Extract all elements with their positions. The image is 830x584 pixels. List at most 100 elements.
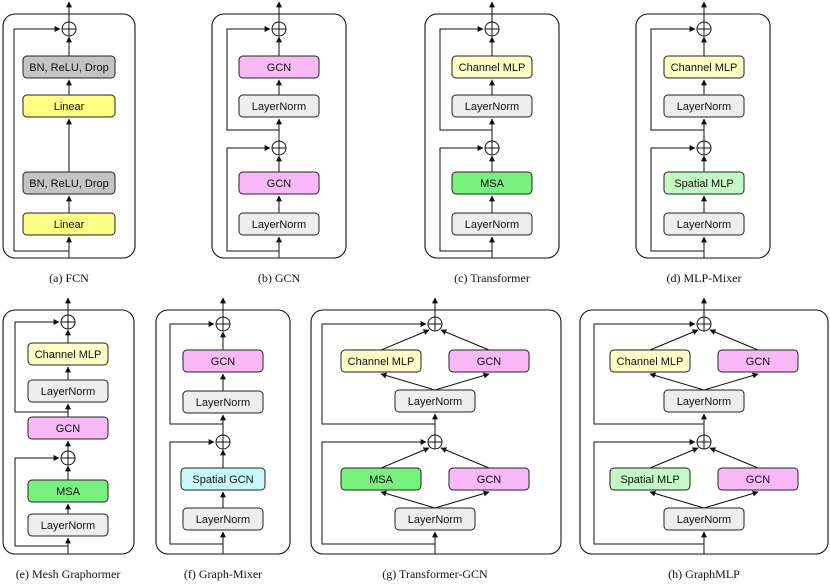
sum-icon (696, 316, 712, 332)
tgcn-channel-mlp: Channel MLP (340, 349, 422, 373)
flow-arrow (169, 439, 223, 545)
sum-icon (484, 140, 500, 156)
flow-arrow (13, 26, 69, 252)
flow-arrow (14, 319, 68, 413)
svg-text:LayerNorm: LayerNorm (41, 386, 95, 398)
caption-mesh-graphormer: (e) Mesh Graphormer (16, 567, 121, 581)
flow-arrow (649, 447, 699, 469)
svg-text:LayerNorm: LayerNorm (465, 219, 519, 231)
svg-text:LayerNorm: LayerNorm (408, 514, 462, 526)
flow-arrow (380, 490, 436, 509)
flow-arrow (434, 372, 490, 391)
flow-arrow (593, 439, 704, 545)
flow-arrow (321, 321, 435, 425)
transformer-channel-mlp: Channel MLP (451, 55, 533, 79)
flow-arrow (650, 26, 704, 131)
flow-arrow (649, 329, 699, 351)
svg-text:Linear: Linear (54, 101, 85, 113)
tgcn-msa: MSA (340, 467, 422, 491)
svg-text:LayerNorm: LayerNorm (677, 219, 731, 231)
svg-text:GCN: GCN (746, 474, 771, 486)
flow-arrow (440, 329, 490, 351)
svg-text:LayerNorm: LayerNorm (677, 101, 731, 113)
sum-icon (696, 434, 712, 450)
flow-arrow (440, 447, 490, 469)
mixer-layernorm-bottom: LayerNorm (663, 212, 745, 236)
flow-arrow (650, 145, 704, 252)
svg-text:LayerNorm: LayerNorm (252, 219, 306, 231)
svg-text:MSA: MSA (480, 178, 505, 190)
graphmlp-channel-mlp: Channel MLP (609, 349, 691, 373)
svg-text:Channel MLP: Channel MLP (35, 349, 102, 361)
sum-icon (696, 21, 712, 37)
svg-text:MSA: MSA (369, 474, 394, 486)
sum-icon (271, 21, 287, 37)
gcn-gcn-bottom: GCN (238, 171, 320, 195)
connection-lines (13, 1, 759, 554)
graphmlp-layernorm-bottom: LayerNorm (663, 507, 745, 531)
caption-mlp-mixer: (d) MLP-Mixer (667, 271, 742, 285)
svg-text:Linear: Linear (54, 219, 85, 231)
svg-text:LayerNorm: LayerNorm (408, 396, 462, 408)
sum-icon (60, 314, 76, 330)
svg-text:BN, ReLU, Drop: BN, ReLU, Drop (29, 62, 108, 74)
transformer-layernorm-top: LayerNorm (451, 94, 533, 118)
flow-arrow (434, 490, 490, 509)
svg-text:GCN: GCN (211, 356, 236, 368)
sum-icon (427, 316, 443, 332)
sum-icon (484, 21, 500, 37)
svg-text:BN, ReLU, Drop: BN, ReLU, Drop (29, 178, 108, 190)
mixer-channel-mlp: Channel MLP (663, 55, 745, 79)
sum-icon (61, 21, 77, 37)
sum-nodes (60, 21, 712, 466)
graph-mixer-gcn: GCN (182, 349, 264, 373)
flow-arrow (380, 447, 430, 469)
sum-icon (427, 434, 443, 450)
tgcn-layernorm-bottom: LayerNorm (394, 507, 476, 531)
flow-arrow (226, 145, 279, 252)
flow-arrow (439, 26, 492, 131)
mixer-spatial-mlp: Spatial MLP (663, 171, 745, 195)
tgcn-gcn-top: GCN (448, 349, 530, 373)
flow-arrow (703, 372, 759, 391)
mixer-layernorm-top: LayerNorm (663, 94, 745, 118)
caption-graphmlp: (h) GraphMLP (668, 567, 740, 581)
caption-gcn: (b) GCN (258, 271, 301, 285)
graphormer-layernorm-bottom: LayerNorm (27, 513, 109, 537)
flow-arrow (226, 26, 279, 131)
svg-text:GCN: GCN (477, 356, 502, 368)
svg-text:LayerNorm: LayerNorm (252, 101, 306, 113)
svg-text:GCN: GCN (56, 423, 81, 435)
fcn-linear-bottom: Linear (22, 212, 116, 236)
gcn-gcn-top: GCN (238, 55, 320, 79)
flow-arrow (709, 447, 759, 469)
graph-mixer-spatial-gcn: Spatial GCN (180, 467, 266, 491)
graphormer-msa: MSA (27, 479, 109, 503)
caption-transformer-gcn: (g) Transformer-GCN (382, 567, 488, 581)
fcn-linear-top: Linear (22, 94, 116, 118)
svg-text:LayerNorm: LayerNorm (677, 514, 731, 526)
fcn-bn-relu-drop-top: BN, ReLU, Drop (22, 55, 116, 79)
svg-text:LayerNorm: LayerNorm (677, 396, 731, 408)
flow-arrow (321, 439, 435, 545)
flow-arrow (703, 490, 759, 509)
svg-text:Spatial MLP: Spatial MLP (620, 474, 679, 486)
svg-text:Spatial GCN: Spatial GCN (192, 474, 253, 486)
flow-arrow (14, 455, 68, 547)
tgcn-gcn-bottom: GCN (448, 467, 530, 491)
flow-arrow (649, 372, 705, 391)
graph-mixer-layernorm-top: LayerNorm (182, 390, 264, 414)
graphmlp-spatial-mlp: Spatial MLP (609, 467, 691, 491)
flow-arrow (439, 145, 492, 252)
flow-arrow (709, 329, 759, 351)
sum-icon (60, 450, 76, 466)
svg-text:LayerNorm: LayerNorm (196, 397, 250, 409)
svg-text:MSA: MSA (56, 486, 81, 498)
sum-icon (696, 140, 712, 156)
fcn-bn-relu-drop-bottom: BN, ReLU, Drop (22, 171, 116, 195)
graphormer-channel-mlp: Channel MLP (27, 342, 109, 366)
svg-text:LayerNorm: LayerNorm (41, 520, 95, 532)
graphmlp-gcn-top: GCN (717, 349, 799, 373)
svg-text:LayerNorm: LayerNorm (196, 514, 250, 526)
